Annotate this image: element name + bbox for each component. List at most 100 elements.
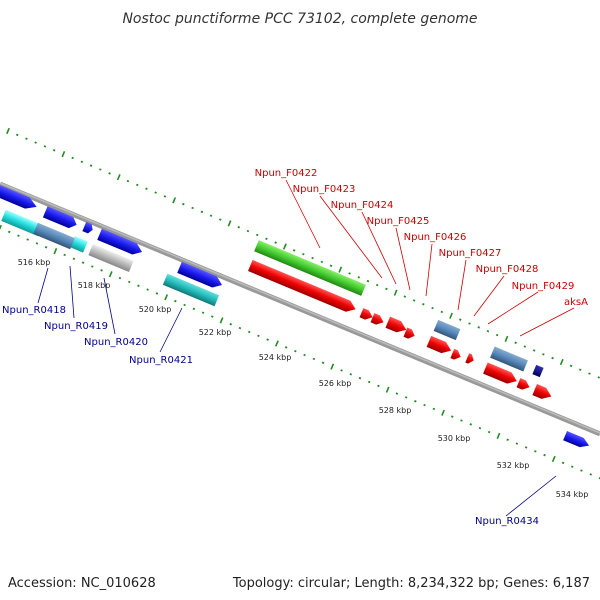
outer-tick xyxy=(393,289,398,296)
outer-tick xyxy=(569,364,573,368)
inner-tick xyxy=(257,334,260,338)
inner-tick xyxy=(274,340,279,347)
inner-tick xyxy=(81,261,85,264)
inner-tick xyxy=(26,238,29,241)
inner-tick xyxy=(515,442,519,445)
gene-label-aksa[interactable]: aksA xyxy=(564,297,588,308)
backbone-highlight xyxy=(0,182,600,434)
outer-tick xyxy=(504,335,509,343)
gene-arrow xyxy=(465,353,474,364)
gene-label-npun-f0428[interactable]: Npun_F0428 xyxy=(476,264,539,275)
genome-backbone xyxy=(0,181,600,437)
outer-tick xyxy=(99,168,102,171)
outer-tick xyxy=(422,303,425,306)
outer-tick xyxy=(163,195,167,198)
gene-arrow xyxy=(42,206,77,229)
outer-tick xyxy=(246,229,250,233)
inner-tick xyxy=(432,407,436,411)
gene-arrow xyxy=(516,378,530,390)
gene-label-npun-f0426[interactable]: Npun_F0426 xyxy=(404,232,467,243)
outer-tick xyxy=(542,353,545,356)
scale-label: 526 kbp xyxy=(319,379,352,388)
page-title: Nostoc punctiforme PCC 73102, complete g… xyxy=(122,11,477,27)
inner-tick xyxy=(580,469,583,472)
reverse-genes xyxy=(0,179,590,448)
outer-tick xyxy=(71,156,74,160)
outer-tick xyxy=(338,266,343,273)
outer-tick xyxy=(227,220,232,227)
gene-label-npun-f0424[interactable]: Npun_F0424 xyxy=(331,200,394,211)
inner-tick xyxy=(524,446,528,449)
outer-tick xyxy=(588,372,591,375)
outer-tick xyxy=(218,218,222,221)
inner-tick xyxy=(164,294,169,301)
gene-label-npun-r0418[interactable]: Npun_R0418 xyxy=(2,305,66,316)
outer-tick xyxy=(551,356,554,360)
gene-label-npun-f0427[interactable]: Npun_F0427 xyxy=(439,248,502,259)
gene-label-npun-r0420[interactable]: Npun_R0420 xyxy=(84,337,148,348)
gene-label-npun-f0429[interactable]: Npun_F0429 xyxy=(512,281,575,292)
outer-tick xyxy=(237,226,241,229)
forward-genes xyxy=(248,240,552,399)
inner-tick xyxy=(7,230,11,234)
inner-tick xyxy=(321,361,325,364)
outer-tick xyxy=(440,310,444,314)
gene-arrow xyxy=(370,313,384,325)
gene-label-npun-f0425[interactable]: Npun_F0425 xyxy=(367,216,430,227)
outer-tick xyxy=(311,256,314,260)
scale-label: 530 kbp xyxy=(438,434,471,443)
inner-tick xyxy=(229,323,233,326)
inner-tick xyxy=(358,376,362,380)
outer-tick xyxy=(578,368,582,371)
outer-tick xyxy=(61,150,66,158)
inner-tick xyxy=(35,242,39,245)
outer-tick xyxy=(449,312,453,319)
gene-arrow xyxy=(359,308,373,320)
inner-tick xyxy=(349,373,353,376)
inner-tick xyxy=(340,369,343,372)
inner-tick xyxy=(303,353,306,357)
gene-arrow xyxy=(82,221,93,234)
outer-tick xyxy=(200,210,204,214)
inner-tick xyxy=(377,384,380,388)
inner-tick xyxy=(266,338,269,341)
outer-tick xyxy=(385,287,388,291)
inner-tick xyxy=(506,438,509,441)
gene-label-npun-f0423[interactable]: Npun_F0423 xyxy=(293,184,356,195)
outer-tick xyxy=(15,133,19,137)
gene-label-npun-r0419[interactable]: Npun_R0419 xyxy=(44,321,108,332)
gene-arrow xyxy=(33,222,75,250)
gene-arrow xyxy=(1,209,43,237)
outer-tick xyxy=(80,160,84,164)
inner-tick xyxy=(53,247,58,255)
inner-tick xyxy=(100,269,103,272)
outer-tick xyxy=(145,187,148,190)
gene-arrow xyxy=(88,243,134,273)
inner-tick xyxy=(192,307,196,311)
gene-label-npun-r0421[interactable]: Npun_R0421 xyxy=(129,355,193,366)
inner-tick xyxy=(330,363,335,370)
inner-tick xyxy=(118,276,122,280)
inner-tick xyxy=(63,253,66,257)
outer-tick xyxy=(532,349,536,352)
forward-label-leaders xyxy=(285,179,575,337)
inner-tick xyxy=(469,423,473,426)
outer-tick xyxy=(182,202,185,206)
outer-tick xyxy=(25,137,28,140)
outer-tick xyxy=(89,164,93,167)
gene-label-npun-r0434[interactable]: Npun_R0434 xyxy=(475,516,539,527)
outer-tick xyxy=(403,295,407,298)
scale-labels: 516 kbp 518 kbp 520 kbp 522 kbp 524 kbp … xyxy=(18,258,589,499)
gene-arrow xyxy=(70,236,88,253)
reverse-label-leaders xyxy=(37,265,557,517)
inner-tick xyxy=(219,317,224,324)
inner-tick xyxy=(478,426,482,430)
gene-label-npun-f0422[interactable]: Npun_F0422 xyxy=(255,168,318,179)
inner-tick xyxy=(534,450,537,453)
outer-tick xyxy=(292,249,296,252)
gene-arrow xyxy=(254,240,366,296)
outer-tick xyxy=(255,233,259,237)
gene-arrow xyxy=(0,179,37,209)
inner-tick xyxy=(91,265,94,268)
